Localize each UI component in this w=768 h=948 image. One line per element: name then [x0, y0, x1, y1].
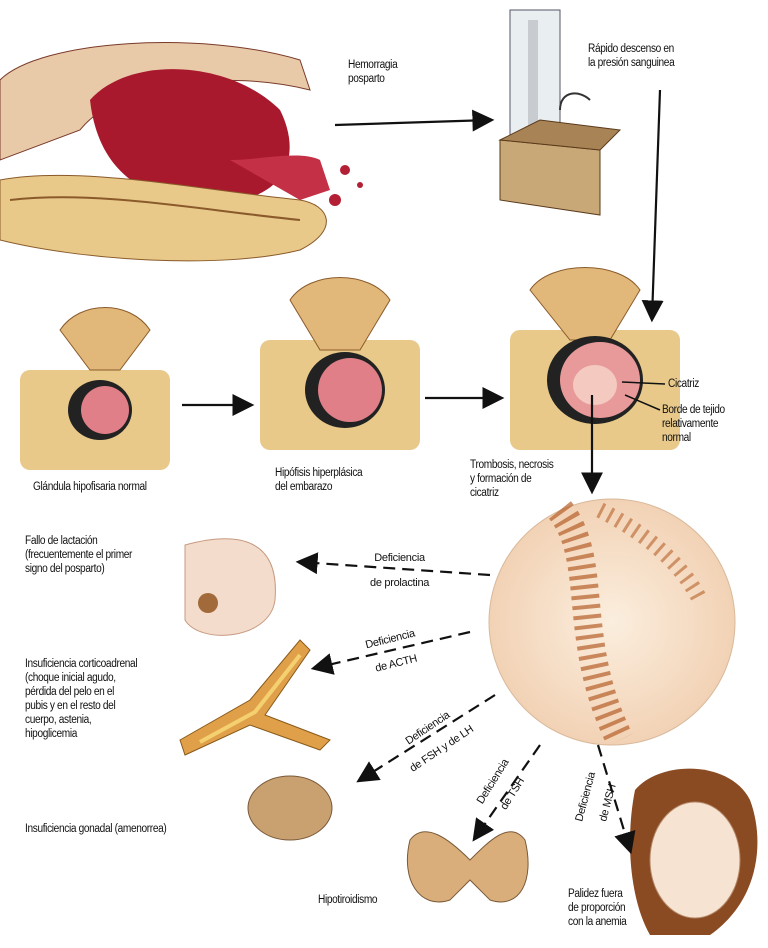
- label-gonadal: Insuficiencia gonadal (amenorrea): [25, 823, 167, 835]
- pituitary-necrosis-illustration: [510, 267, 680, 450]
- breast-illustration: [184, 538, 276, 636]
- scar-leader: [621, 381, 666, 385]
- histology-circle-illustration: [488, 498, 736, 747]
- border-leader: [624, 394, 661, 411]
- blood-pressure-gauge-illustration: [498, 9, 622, 216]
- arrow-bp-to-necrosis: [641, 89, 664, 323]
- face-illustration: [630, 768, 758, 935]
- ovary-illustration: [247, 775, 333, 841]
- pituitary-hyperplastic-illustration: [260, 277, 420, 450]
- postpartum-uterus-illustration: [0, 42, 363, 262]
- arrow-acth: [310, 630, 471, 675]
- arrow-fsh-lh: [356, 694, 496, 783]
- label-normal-gland: Glándula hipofisaria normal: [33, 481, 147, 493]
- label-adrenal: Insuficiencia corticoadrenal(choque inic…: [25, 658, 138, 740]
- arrow-hemorrhage-to-bp: [334, 109, 495, 132]
- pituitary-normal-illustration: [20, 307, 170, 470]
- label-lactation: Fallo de lactación(frecuentemente el pri…: [25, 535, 133, 575]
- adrenal-illustration: [179, 639, 331, 756]
- label-thyroid: Hipotiroidismo: [318, 894, 378, 906]
- arrow-prolactin: [295, 552, 491, 577]
- label-scar: Cicatriz: [668, 378, 699, 390]
- thyroid-illustration: [406, 831, 529, 903]
